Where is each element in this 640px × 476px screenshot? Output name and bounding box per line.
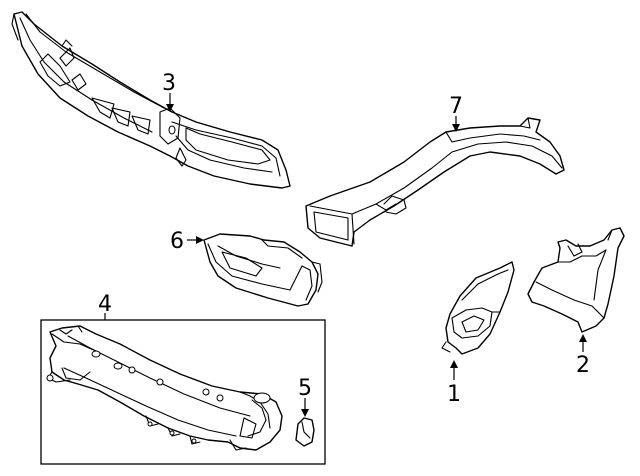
part-7-air-duct: [305, 117, 565, 247]
callout-4: 4: [98, 292, 112, 317]
part-2-bracket: [527, 227, 625, 333]
part-6-duct-adapter: [203, 233, 323, 307]
part-3-bracket: [11, 11, 291, 189]
callout-3: 3: [162, 71, 176, 96]
callout-labels: 3 7 6 4 5 1 2: [98, 71, 590, 407]
callout-1: 1: [447, 382, 461, 407]
part-1-bracket: [441, 261, 515, 355]
callout-6: 6: [170, 229, 184, 254]
callout-5: 5: [298, 376, 312, 401]
leader-lines: [104, 93, 587, 417]
part-4-duct-assembly: [46, 325, 283, 451]
callout-7: 7: [449, 94, 463, 119]
callout-2: 2: [576, 353, 590, 378]
part-4-detail-frame: [40, 319, 326, 465]
part-5-clip: [295, 417, 315, 447]
